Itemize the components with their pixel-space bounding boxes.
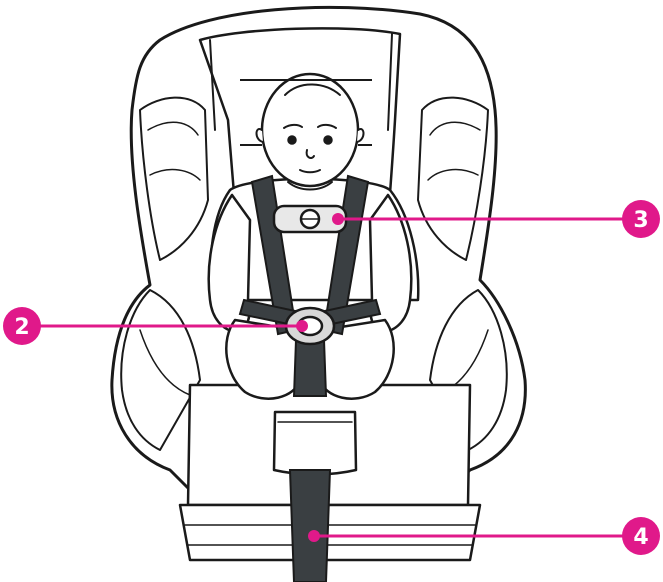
callout-3: 3 [332,200,660,238]
harness-straps [238,174,382,582]
callout-2-label: 2 [14,315,29,340]
child-head [260,72,360,188]
lower-anchor-strap [288,469,332,582]
chest-clip [272,204,348,234]
harness-buckle [284,306,336,346]
left-side-wing [139,96,209,261]
callout-2: 2 [3,307,308,345]
headrest-guide-lines [240,79,372,146]
child-left-eye [287,135,297,145]
callout-4: 4 [308,517,660,555]
left-lower-bolster [120,289,201,451]
right-shoulder-strap [322,174,370,336]
callout-4-badge [622,517,660,555]
crotch-strap [292,339,328,397]
callout-3-label: 3 [633,208,648,233]
right-lower-bolster [429,289,508,451]
callout-2-badge [3,307,41,345]
base-lower-front [178,503,482,562]
child-right-eye [323,135,333,145]
callout-3-badge [622,200,660,238]
callout-4-label: 4 [633,525,648,550]
right-side-wing [417,96,489,261]
